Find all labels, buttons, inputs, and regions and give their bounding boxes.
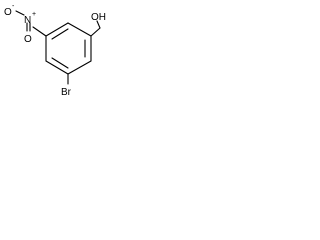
hydroxyl-label: OH bbox=[91, 12, 106, 23]
ring-bond-top-left bbox=[45, 22, 69, 37]
ring-bond-bottom-left bbox=[45, 60, 69, 75]
nitro-oxygen-left-label: O bbox=[4, 7, 12, 18]
nitro-to-oxygen-left-bond bbox=[15, 10, 25, 16]
ring-bond-top-right bbox=[67, 22, 92, 37]
bromine-label: Br bbox=[61, 87, 72, 98]
ring-to-ch2-bond bbox=[90, 27, 101, 37]
nitro-nitrogen-label: N bbox=[24, 15, 31, 26]
ch2-to-oxygen-bond bbox=[96, 20, 101, 29]
ring-to-nitro-bond bbox=[32, 26, 47, 37]
ring-inner-double-bond-top bbox=[51, 28, 69, 40]
nitro-minus-sign: - bbox=[12, 3, 15, 10]
nitro-oxygen-bottom-label: O bbox=[24, 34, 32, 45]
ring-bond-bottom-right bbox=[67, 60, 92, 75]
chemical-structure-diagram: O - N + O OH Br bbox=[4, 3, 106, 98]
nitro-plus-sign: + bbox=[32, 11, 36, 18]
ring-inner-double-bond-bottom bbox=[51, 57, 69, 69]
